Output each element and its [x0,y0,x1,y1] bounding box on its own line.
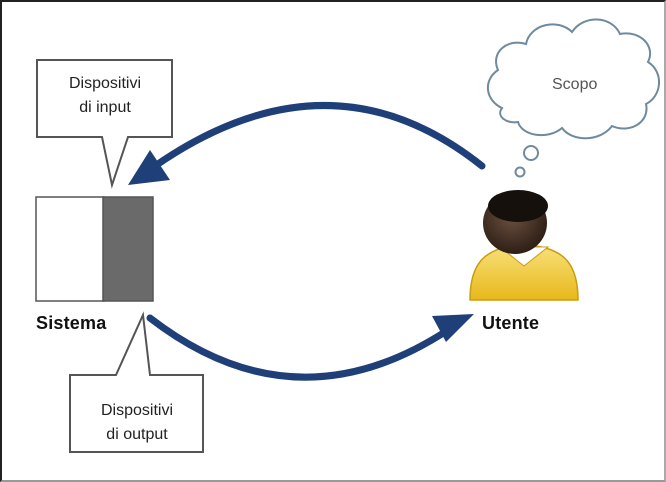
person-icon [469,190,579,301]
system-box [35,196,154,302]
input-devices-line1: Dispositivi [68,75,141,92]
goal-label: Scopo [552,76,598,93]
input-devices-label: Dispositivi di input [40,72,170,120]
input-flow-arrow [128,102,486,185]
input-devices-line2: di input [79,99,131,116]
system-label: Sistema [36,313,107,333]
output-flow-arrow [146,314,474,381]
input-devices-callout [36,59,173,189]
output-devices-label: Dispositivi di output [72,399,202,447]
user-label: Utente [482,313,540,333]
output-devices-line1: Dispositivi [100,402,173,419]
output-devices-line2: di output [106,426,168,443]
thought-cloud-icon [487,18,660,178]
output-devices-callout [69,311,204,453]
